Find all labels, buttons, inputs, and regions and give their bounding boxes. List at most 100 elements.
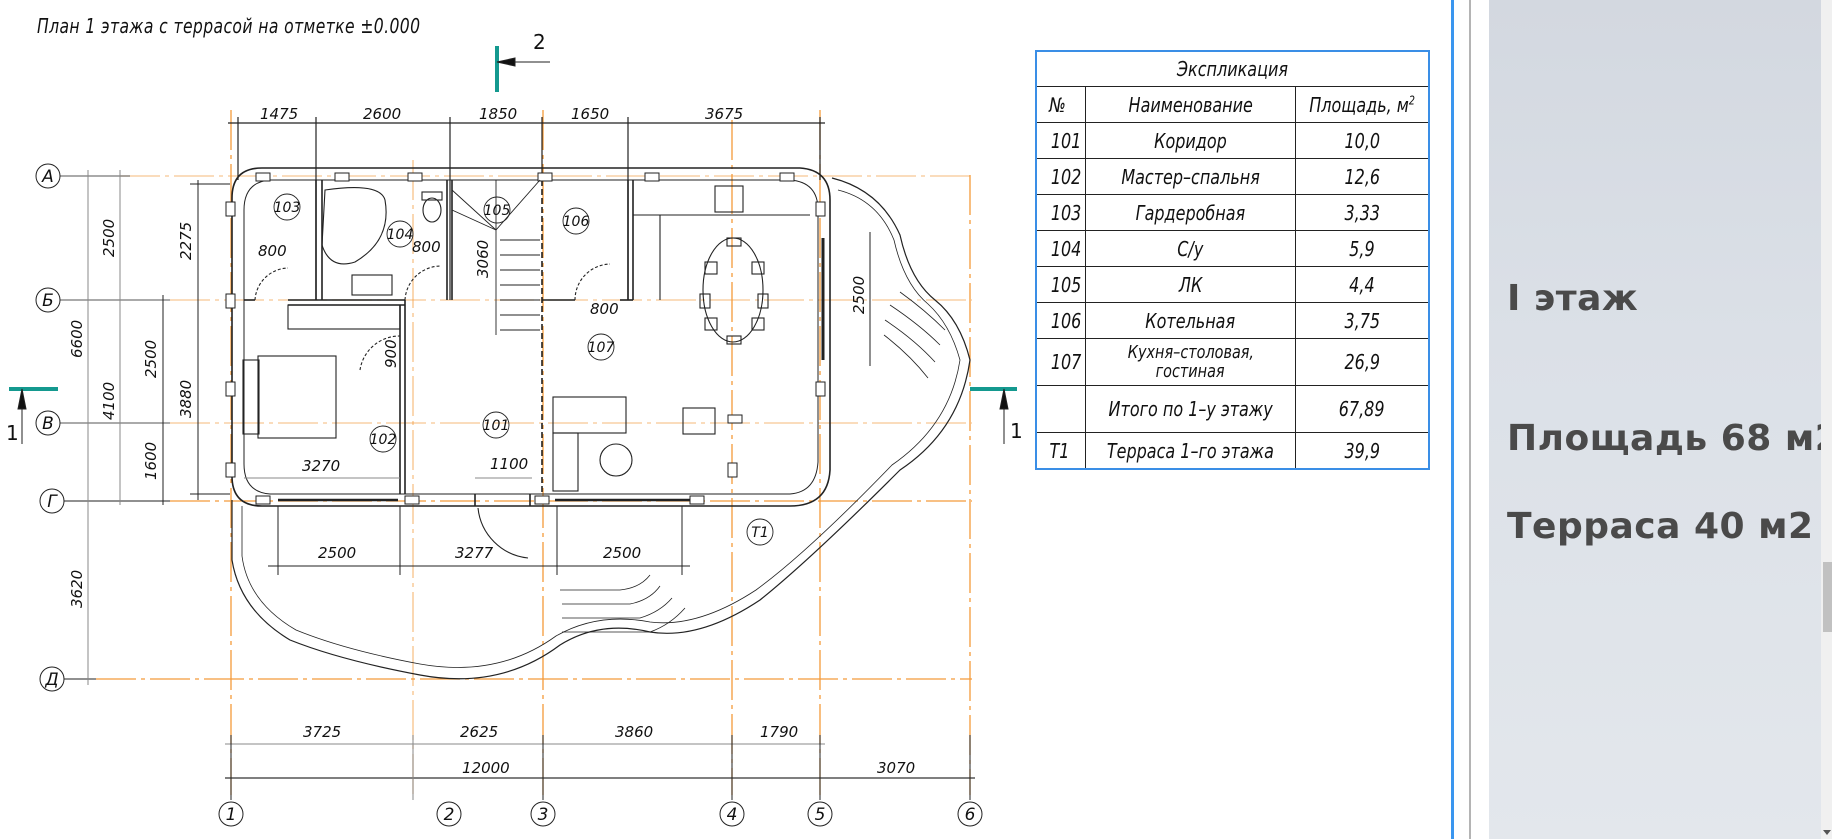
row-axis-2-bubble bbox=[35, 287, 61, 313]
exterior-wall bbox=[231, 167, 831, 507]
dim-door-102: 900 bbox=[382, 339, 400, 368]
scroll-down-arrow-icon[interactable] bbox=[1823, 830, 1831, 835]
dim-top-1: 1475 bbox=[260, 105, 298, 123]
slide-floor-label: I этаж bbox=[1507, 278, 1639, 319]
dim-left-3620: 3620 bbox=[68, 570, 86, 608]
room-tag-label-107: 107 bbox=[588, 340, 615, 356]
drawing-frame-border bbox=[1451, 0, 1454, 839]
room-tag-106 bbox=[562, 207, 590, 235]
section-label-top: 2 bbox=[533, 30, 546, 54]
row-axis-4-bubble bbox=[39, 488, 65, 514]
room-tag-T1 bbox=[746, 518, 774, 546]
drawing-canvas[interactable]: План 1 этажа с террасой на отметке ±0.00… bbox=[0, 0, 1450, 839]
dim-left-4100: 4100 bbox=[100, 382, 118, 420]
dim-bed-wall: 3270 bbox=[302, 457, 340, 475]
dim-left-6600: 6600 bbox=[68, 320, 86, 358]
dim-facade-1: 2500 bbox=[318, 544, 356, 562]
pane-splitter[interactable] bbox=[1469, 0, 1471, 839]
dim-door-104: 800 bbox=[412, 238, 441, 256]
header-name: Наименование bbox=[1085, 86, 1296, 123]
row-axis-3-label: В bbox=[42, 414, 54, 434]
dim-top-4: 1650 bbox=[571, 105, 609, 123]
row-axis-1-label: А bbox=[41, 167, 54, 187]
room-tag-label-101: 101 bbox=[483, 418, 510, 434]
dim-left-3880: 3880 bbox=[177, 380, 195, 418]
room-tag-105 bbox=[483, 196, 511, 224]
dim-bottom-4: 1790 bbox=[760, 723, 798, 741]
room-tag-104 bbox=[386, 220, 414, 248]
terrace-outline bbox=[231, 177, 971, 680]
section-label-right: 1 bbox=[1010, 419, 1023, 443]
row-axis-4-label: Г bbox=[47, 492, 58, 512]
dim-left-2500b: 2500 bbox=[142, 340, 160, 378]
row-axis-3-bubble bbox=[35, 410, 61, 436]
header-num: № bbox=[1035, 86, 1087, 123]
room-tag-label-104: 104 bbox=[387, 227, 414, 243]
section-marks bbox=[9, 46, 1017, 391]
room-tag-103 bbox=[273, 193, 301, 221]
column-axis-6-bubble bbox=[957, 801, 983, 827]
explication-header: № Наименование Площадь, м2 bbox=[1035, 86, 1430, 123]
dim-left-1600: 1600 bbox=[142, 442, 160, 480]
column-axis-1-label: 1 bbox=[226, 805, 237, 825]
dim-left-2275: 2275 bbox=[177, 222, 195, 260]
dim-bottom-total: 12000 bbox=[462, 759, 510, 777]
column-axis-6-label: 6 bbox=[965, 805, 976, 825]
room-tag-102 bbox=[369, 425, 397, 453]
header-area: Площадь, м2 bbox=[1294, 86, 1430, 123]
floor-plan: 2 1 1 1475 2600 1850 1650 3675 3725 2625… bbox=[6, 30, 1023, 827]
dim-left-2500a: 2500 bbox=[100, 219, 118, 257]
presentation-slide[interactable]: I этаж Площадь 68 м2 Терраса 40 м2 bbox=[1489, 0, 1821, 839]
slide-terrace-label: Терраса 40 м2 bbox=[1507, 506, 1814, 547]
section-label-left: 1 bbox=[6, 421, 19, 445]
column-axis-1-bubble bbox=[218, 801, 244, 827]
column-axis-5-bubble bbox=[807, 801, 833, 827]
plan-title: План 1 этажа с террасой на отметке ±0.00… bbox=[37, 14, 421, 38]
room-tag-label-103: 103 bbox=[274, 200, 301, 216]
row-axis-1-bubble bbox=[35, 163, 61, 189]
dim-entry-door: 1100 bbox=[490, 455, 528, 473]
dim-top-3: 1850 bbox=[479, 105, 517, 123]
room-tag-label-105: 105 bbox=[484, 203, 511, 219]
room-tag-107 bbox=[587, 333, 615, 361]
row-axis-5-bubble bbox=[39, 666, 65, 692]
column-axis-3-label: 3 bbox=[538, 805, 549, 825]
dim-bottom-1: 3725 bbox=[303, 723, 341, 741]
dim-bottom-3: 3860 bbox=[615, 723, 653, 741]
room-tag-label-106: 106 bbox=[563, 214, 590, 230]
column-axis-2-bubble bbox=[436, 801, 462, 827]
vertical-scrollbar[interactable] bbox=[1821, 0, 1832, 839]
explication-caption: Экспликация bbox=[1035, 50, 1430, 87]
dim-window-right: 2500 bbox=[850, 276, 868, 314]
row-axis-5-label: Д bbox=[44, 670, 58, 690]
room-tag-label-T1: T1 bbox=[751, 525, 768, 541]
dim-top-5: 3675 bbox=[705, 105, 743, 123]
column-axis-2-label: 2 bbox=[444, 805, 455, 825]
room-tag-101 bbox=[482, 411, 510, 439]
column-axis-4-bubble bbox=[719, 801, 745, 827]
scrollbar-thumb[interactable] bbox=[1823, 562, 1832, 632]
dim-door-103: 800 bbox=[258, 242, 287, 260]
column-axis-4-label: 4 bbox=[727, 805, 738, 825]
dim-door-107: 800 bbox=[590, 300, 619, 318]
dim-bottom-terrace: 3070 bbox=[877, 759, 915, 777]
dim-bottom-2: 2625 bbox=[460, 723, 498, 741]
row-axis-2-label: Б bbox=[42, 291, 54, 311]
dim-facade-2: 3277 bbox=[455, 544, 494, 562]
column-axis-5-label: 5 bbox=[815, 805, 826, 825]
dim-facade-3: 2500 bbox=[603, 544, 641, 562]
room-tag-label-102: 102 bbox=[370, 432, 397, 448]
dim-top-2: 2600 bbox=[363, 105, 401, 123]
dim-stair-105: 3060 bbox=[474, 240, 492, 278]
column-axis-3-bubble bbox=[530, 801, 556, 827]
explication-table: Экспликация № Наименование Площадь, м2 1… bbox=[1035, 50, 1431, 470]
